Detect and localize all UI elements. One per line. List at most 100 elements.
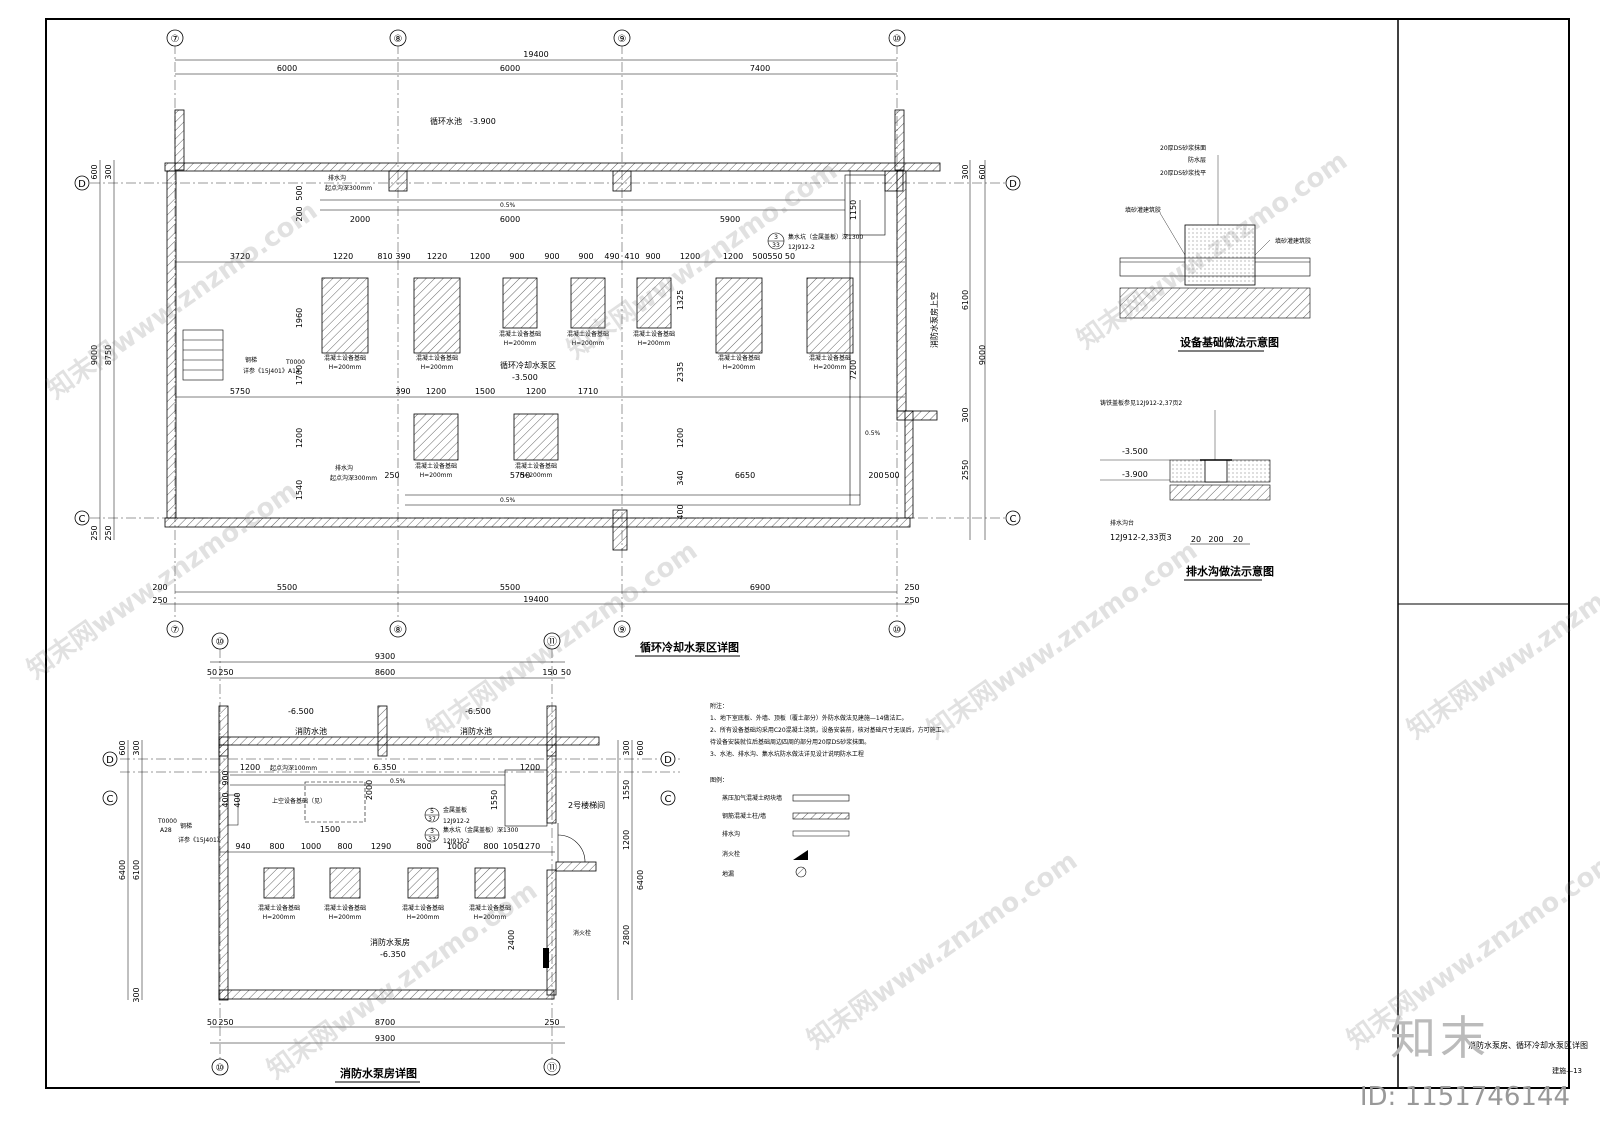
detail1-label-5: 填砂灌建筑胶 [1275, 237, 1311, 245]
p2-equip-pad-3 [407, 867, 439, 899]
p2-left-6400: 6400 [118, 860, 127, 880]
row1-dim-6: 900 [509, 252, 524, 261]
p2-right-2800: 2800 [622, 925, 631, 945]
p2-pool-level-1: -6.500 [288, 707, 314, 716]
detail1-title: 设备基础做法示意图 [1180, 335, 1279, 349]
trench-bot-dim-4: 200 [868, 471, 883, 480]
equip-pad-3 [502, 277, 538, 329]
p2-pool-label-1: 消防水池 [295, 726, 327, 736]
p2-pool-level-2: -6.500 [465, 707, 491, 716]
grid-label-D-right: D [1009, 179, 1017, 190]
wall-top-pool-right [894, 109, 905, 171]
wall-right-lower [896, 410, 938, 421]
p2-stair-tag: 钢梯 [180, 822, 192, 830]
equip-height-1: H=200mm [421, 364, 454, 371]
area-label: 循环冷却水泵区 [500, 360, 556, 370]
row2-dim-4: 1200 [526, 387, 546, 396]
p2-wall-pool-mid [377, 705, 388, 757]
p2-equip-label-0: 混凝土设备基础 [258, 904, 300, 912]
p2-right-6400: 6400 [636, 870, 645, 890]
p2-ref-b-top: 3 [430, 828, 434, 835]
stair-steel [182, 329, 224, 381]
row1-dim-4: 1220 [427, 252, 447, 261]
column-10 [884, 170, 904, 192]
p2-equip-label-3: 混凝土设备基础 [469, 904, 511, 912]
dim-bottom-span-1: 5500 [277, 583, 297, 592]
p2-top-overall: 9300 [375, 652, 395, 661]
dim-span-3: 7400 [750, 64, 770, 73]
dim-left-1540: 1540 [295, 480, 304, 500]
p2-ref-a-bot: 37 [428, 816, 436, 823]
stair-code-a: T0000 [285, 359, 305, 366]
p2-equip-pad-1 [263, 867, 295, 899]
grid-label-C-right: C [1010, 514, 1017, 525]
column-bottom-9 [612, 509, 628, 551]
row1-dim-9: 490 [604, 252, 619, 261]
notes-line-3: 待设备安装就位后基础周边四周的部分用20厚DS砂浆抹面。 [710, 738, 870, 746]
p2-equip-height-2: H=200mm [407, 914, 440, 921]
dim-right-6100: 6100 [961, 290, 970, 310]
dim-bottom-span-3: 6900 [750, 583, 770, 592]
legend-item-2: 钢筋混凝土柱/墙 [722, 812, 766, 820]
detail1-label-4: 填砂灌建筑胶 [1125, 206, 1161, 214]
p2-stair-code-a: T0000 [157, 818, 177, 825]
trench-dim-1: 2000 [350, 215, 370, 224]
equip-label-5: 混凝土设备基础 [718, 354, 760, 362]
slope-bottom: 0.5% [500, 497, 516, 504]
equip-label-2: 混凝土设备基础 [499, 330, 541, 338]
dim-right-300: 300 [961, 164, 970, 179]
row2-dim-1: 390 [395, 387, 410, 396]
p2-top-dim-5: 50 [561, 668, 571, 677]
p2-wall-bottom [218, 989, 555, 1000]
notes-line-1: 1、地下室底板、外墙、顶板（覆土部分）外防水做法见建施—14做法汇。 [710, 714, 907, 722]
detail1-label-1: 20厚DS砂浆抹面 [1160, 144, 1206, 152]
p2-row-dim-1: 800 [269, 842, 284, 851]
notes-heading: 附注： [710, 702, 728, 710]
detail1-label-3: 20厚DS砂浆找平 [1160, 169, 1206, 177]
dim-1200-mid: 1200 [676, 428, 685, 448]
column-8 [388, 170, 408, 192]
row2-dim-0: 5750 [230, 387, 250, 396]
trench-note-top: 起点沟深300mm [325, 184, 372, 192]
dim-span-2: 6000 [500, 64, 520, 73]
p2-wall-right [546, 869, 557, 996]
p2-grid-11-bottom: ⑪ [547, 1062, 557, 1074]
stair-ref: 详参《15J401》 [243, 367, 288, 375]
row1-dim-14: 500 [752, 252, 767, 261]
equip-label-0: 混凝土设备基础 [324, 354, 366, 362]
p2-top-dim-4: 150 [542, 668, 557, 677]
row1-dim-2: 810 [377, 252, 392, 261]
trench-bot-dim-3: 6650 [735, 471, 755, 480]
grid-label-8: ⑧ [394, 34, 403, 45]
dim-span-1: 6000 [277, 64, 297, 73]
trench-bot-dim-1: 250 [384, 471, 399, 480]
equip-labels: 混凝土设备基础H=200mm混凝土设备基础H=200mm混凝土设备基础H=200… [324, 330, 851, 479]
dim-overall-top: 19400 [523, 50, 548, 59]
row1-dim-13: 1200 [723, 252, 743, 261]
pit-detail: 12J912-2 [788, 244, 815, 251]
p2-upper-equip [304, 781, 366, 823]
pit-idx-b: 33 [772, 242, 780, 249]
p2-stair-ref: 详参《15J401》 [178, 836, 223, 844]
grid-label-10: ⑩ [893, 34, 902, 45]
row1-dim-11: 900 [645, 252, 660, 261]
plan-fire-pump-room: ⑩ ⑪ ⑩ ⑪ D C D C 9300 50 250 8600 150 50 … [102, 632, 680, 1083]
detail2-cover: 铸铁盖板参见12J912-2,37页2 [1100, 399, 1182, 407]
detail2-ref-b: 12J912-2,33页3 [1110, 533, 1172, 542]
dim-edge-1: 200 [152, 583, 167, 592]
dim-right-2550: 2550 [961, 460, 970, 480]
p2-left-400b: 400 [233, 792, 242, 807]
dim-left-1960: 1960 [295, 308, 304, 328]
wall-top [164, 162, 941, 172]
detail2-title: 排水沟做法示意图 [1186, 564, 1274, 578]
p2-grid-10: ⑩ [216, 637, 225, 648]
p2-left-900: 900 [221, 770, 230, 785]
dim-left-500: 500 [295, 185, 304, 200]
legend-swatch-3 [792, 830, 850, 837]
grid-label-7: ⑦ [171, 34, 180, 45]
p2-equip-pad-2 [329, 867, 361, 899]
